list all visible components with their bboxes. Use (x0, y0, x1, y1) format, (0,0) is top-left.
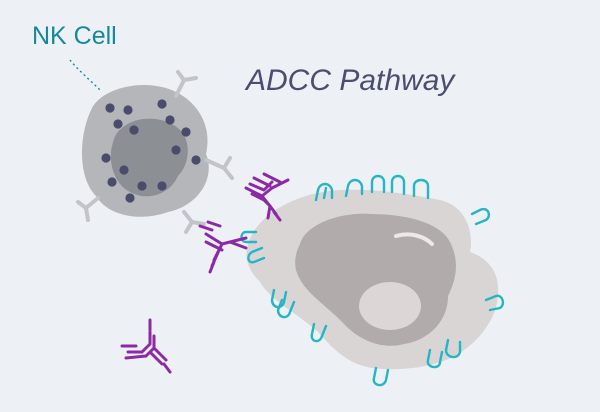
target-cell-highlight (394, 232, 434, 246)
granule (113, 119, 123, 129)
antigen-receptor (344, 178, 364, 198)
target-cell (240, 174, 505, 387)
granule (137, 181, 147, 191)
fc-receptor (182, 210, 206, 234)
granule (129, 125, 139, 135)
antigen-receptor (412, 178, 430, 200)
antigen-receptor (310, 322, 328, 343)
antigen-receptor (444, 338, 462, 359)
antibody (124, 330, 168, 366)
granule (181, 127, 191, 137)
antigen-receptor (372, 366, 390, 387)
nk-cell-label: NK Cell (32, 22, 117, 50)
antigen-receptor (390, 174, 406, 196)
antigen-receptor (484, 294, 505, 312)
antibody (198, 220, 222, 232)
fc-receptor (76, 196, 100, 222)
antigen-receptor (314, 182, 334, 202)
granule (165, 115, 175, 125)
antigen-receptor (370, 174, 386, 194)
antigen-receptor (270, 288, 288, 309)
granule (105, 103, 115, 113)
granule (171, 145, 181, 155)
granule (191, 155, 201, 165)
antigen-receptor (247, 246, 266, 264)
antigen-receptor (426, 348, 444, 369)
fc-receptor (174, 70, 198, 98)
target-cell-nucleus (359, 282, 421, 330)
antibody (204, 232, 248, 274)
nk-label-leader (69, 59, 101, 91)
antibody (260, 196, 282, 222)
diagram-title: ADCC Pathway (246, 64, 455, 97)
nk-cell-nucleus (110, 118, 188, 197)
antigen-receptor (276, 298, 296, 319)
granule (157, 181, 167, 191)
antibody (252, 172, 282, 188)
antigen-receptor (470, 207, 491, 226)
granule (119, 165, 129, 175)
antibody (120, 318, 172, 374)
nk-cell (76, 70, 234, 234)
granule (157, 99, 167, 109)
granule (123, 105, 133, 115)
granule (107, 177, 117, 187)
granule (125, 193, 135, 203)
granule (101, 153, 111, 163)
fc-receptor (204, 156, 234, 180)
antigen-receptor (240, 230, 258, 244)
